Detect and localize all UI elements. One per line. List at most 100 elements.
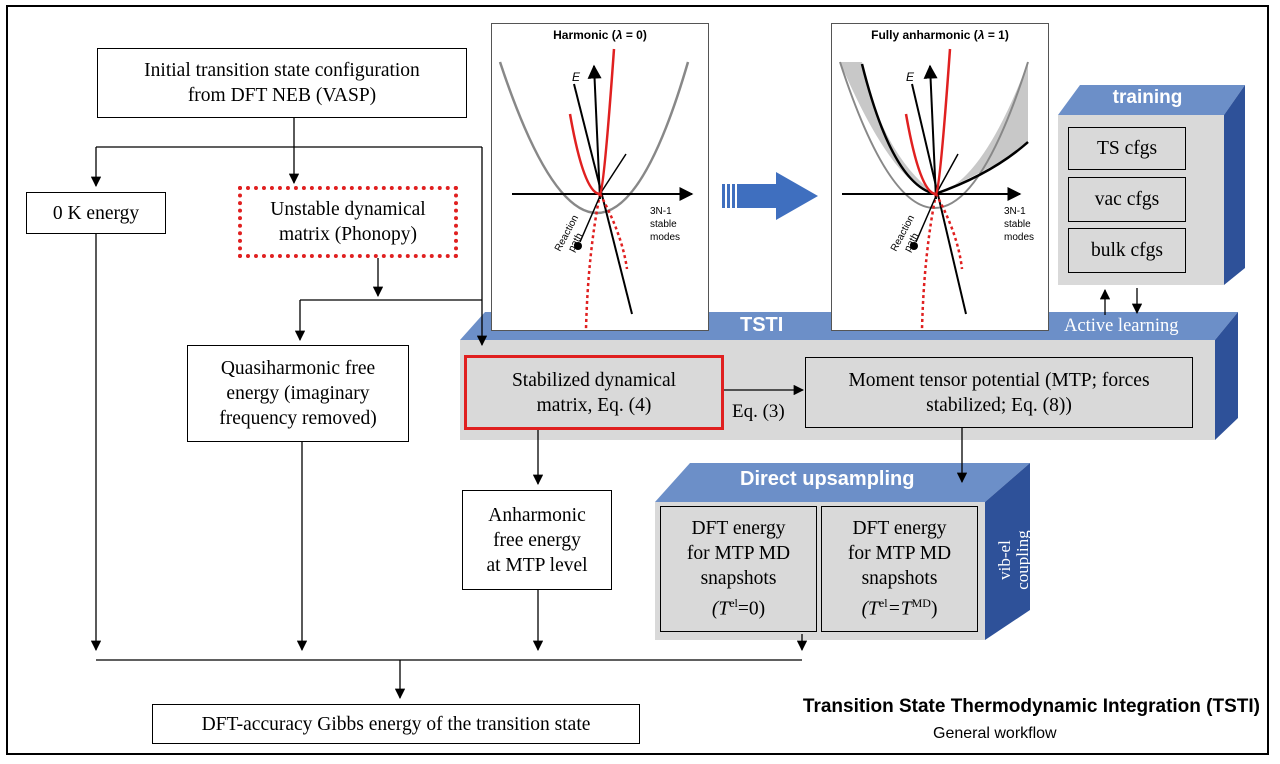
harmonic-xlabel-2: stable xyxy=(650,219,677,230)
harmonic-black-right xyxy=(599,153,627,195)
anharmonic-eq: = 1) xyxy=(984,28,1009,42)
anharmonic-xlabel-2: stable xyxy=(1004,219,1031,230)
anharmonic-reaction-dot xyxy=(910,242,918,250)
dft-energy-telmd-box: DFT energy for MTP MD snapshots (Tel=TMD… xyxy=(821,506,978,632)
quasi-line-1: Quasiharmonic free xyxy=(220,358,376,379)
stabilized-line-2: matrix, Eq. (4) xyxy=(536,394,652,416)
dftmd-line-2: for MTP MD xyxy=(847,543,952,565)
anharmonic-black-line xyxy=(911,83,967,315)
harmonic-panel: Harmonic (λ = 0) E 3N-1 stable xyxy=(491,23,709,331)
mtp-training-line-2: training xyxy=(1112,87,1183,108)
mtp-line-2: stabilized; Eq. (8)) xyxy=(926,394,1072,416)
unstable-line-1: Unstable dynamical xyxy=(270,199,426,220)
anharmonic-xlabel-3: modes xyxy=(1004,232,1034,243)
anharmonic-gray-fill-left xyxy=(840,62,935,194)
anharmonic-sketch: E 3N-1 stable modes Reaction path xyxy=(839,48,1034,330)
harmonic-e-label: E xyxy=(572,70,581,84)
harmonic-title: Harmonic (λ = 0) xyxy=(492,28,708,42)
dft0-line-3: snapshots xyxy=(700,568,777,590)
anharmonic-reaction-path xyxy=(915,195,937,243)
harmonic-reaction-path xyxy=(579,195,601,243)
tsti-label: TSTI xyxy=(740,314,784,336)
anharmonic-xlabel-1: 3N-1 xyxy=(1004,206,1026,217)
harmonic-eq: = 0) xyxy=(622,28,647,42)
diagram-title: Transition State Thermodynamic Integrati… xyxy=(802,696,1260,717)
anharmonic-lambda: λ xyxy=(977,28,985,42)
dftmd-t1: (T xyxy=(861,598,879,620)
dft0-line-1: DFT energy xyxy=(691,518,786,540)
anharmonic-gray-fill-right xyxy=(935,62,1028,194)
dftmd-sup1: el xyxy=(878,596,888,611)
transition-arrow xyxy=(722,172,818,220)
harmonic-xlabel-1: 3N-1 xyxy=(650,206,672,217)
vib-el-line-1: vib-el xyxy=(995,540,1014,580)
quasiharmonic-box: Quasiharmonic free energy (imaginary fre… xyxy=(187,345,409,442)
dftmd-line-1: DFT energy xyxy=(852,518,947,540)
vac-cfgs-box: vac cfgs xyxy=(1068,177,1186,222)
anharmonic-e-label: E xyxy=(906,70,915,84)
gibbs-energy-box: DFT-accuracy Gibbs energy of the transit… xyxy=(152,704,640,744)
unstable-matrix-box: Unstable dynamical matrix (Phonopy) xyxy=(238,186,458,258)
dft0-tail: =0) xyxy=(737,598,766,620)
dftmd-tail: ) xyxy=(930,598,938,620)
anharmonic-e-axis xyxy=(923,64,938,200)
anharmonic-red-dotted-1 xyxy=(920,193,938,330)
harmonic-lambda: λ xyxy=(615,28,623,42)
dft0-line-4: (Tel=0) xyxy=(712,591,765,622)
ts-cfgs-box: TS cfgs xyxy=(1068,127,1186,170)
anharmonic-title: Fully anharmonic (λ = 1) xyxy=(832,28,1048,42)
initial-line-2: from DFT NEB (VASP) xyxy=(187,85,377,106)
harmonic-red-dotted-2 xyxy=(598,193,629,270)
upsampling-cube-side xyxy=(985,463,1030,640)
mtp-training-label: MTP training xyxy=(1080,65,1215,109)
dft0-line-2: for MTP MD xyxy=(686,543,791,565)
gibbs-label: DFT-accuracy Gibbs energy of the transit… xyxy=(201,713,591,735)
anharmonic-black-right xyxy=(935,153,959,195)
harmonic-title-text: Harmonic ( xyxy=(553,28,616,42)
dftmd-t2: =T xyxy=(887,598,912,620)
anharmonic-free-energy-box: Anharmonic free energy at MTP level xyxy=(462,490,612,590)
mtp-cube-side xyxy=(1224,85,1245,285)
zero-k-energy-box: 0 K energy xyxy=(26,192,166,234)
anh-line-2: free energy xyxy=(493,529,581,551)
dftmd-line-3: snapshots xyxy=(861,568,938,590)
bulk-cfgs-box: bulk cfgs xyxy=(1068,228,1186,273)
harmonic-red-parabola-2 xyxy=(568,113,601,196)
vac-cfgs-label: vac cfgs xyxy=(1094,189,1160,210)
zero-k-label: 0 K energy xyxy=(52,202,140,224)
anh-line-1: Anharmonic xyxy=(488,504,586,526)
mtp-line-1: Moment tensor potential (MTP; forces xyxy=(848,369,1150,391)
initial-config-box: Initial transition state configuration f… xyxy=(97,48,467,118)
harmonic-xlabel-3: modes xyxy=(650,232,680,243)
harmonic-red-dotted-1 xyxy=(584,193,602,330)
outer-frame xyxy=(6,5,1269,755)
tsti-slab-side xyxy=(1215,312,1238,440)
mtp-cube-top xyxy=(1058,85,1245,115)
upsampling-cube-top xyxy=(655,463,1030,502)
mtp-box: Moment tensor potential (MTP; forces sta… xyxy=(805,357,1193,428)
stabilized-line-1: Stabilized dynamical xyxy=(511,369,677,391)
dft-energy-tel0-box: DFT energy for MTP MD snapshots (Tel=0) xyxy=(660,506,817,632)
dft0-t: (T xyxy=(711,598,730,620)
stabilized-matrix-box: Stabilized dynamical matrix, Eq. (4) xyxy=(464,355,724,430)
anh-line-3: at MTP level xyxy=(486,554,588,576)
initial-line-1: Initial transition state configuration xyxy=(144,60,420,81)
anharmonic-panel: Fully anharmonic (λ = 1) E 3N-1 stable m… xyxy=(831,23,1049,331)
diagram-subtitle: General workflow xyxy=(933,725,1057,742)
harmonic-sketch: E 3N-1 stable modes Reaction path xyxy=(498,48,694,330)
anharmonic-red-dotted-2 xyxy=(934,193,964,270)
harmonic-black-line xyxy=(573,83,633,315)
harmonic-red-parabola-1 xyxy=(598,48,616,195)
active-learning-label: Active learning xyxy=(1064,316,1179,336)
mtp-training-line-1: MTP xyxy=(1127,65,1168,86)
quasi-line-2: energy (imaginary xyxy=(226,383,370,404)
dftmd-line-4: (Tel=TMD) xyxy=(862,591,938,622)
harmonic-e-axis xyxy=(587,64,602,200)
vib-el-coupling-label: vib-el coupling xyxy=(995,500,1040,620)
eq3-label: Eq. (3) xyxy=(732,401,785,422)
unstable-line-2: matrix (Phonopy) xyxy=(278,224,418,245)
quasi-line-3: frequency removed) xyxy=(219,408,377,429)
dft0-sup: el xyxy=(729,596,738,611)
